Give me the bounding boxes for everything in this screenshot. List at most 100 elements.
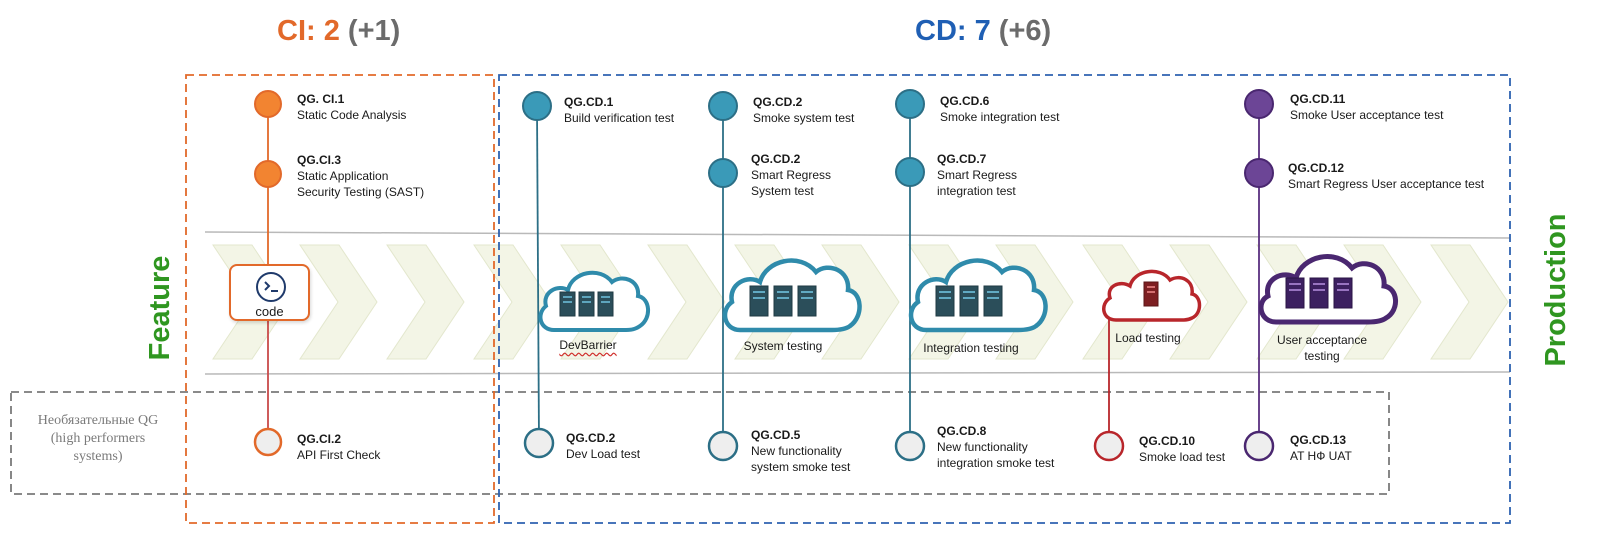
gate-cd10: QG.CD.10 Smoke load test (1139, 433, 1225, 465)
cd-header: CD: 7 (+6) (915, 15, 1051, 48)
gate-id: QG.CI.2 (297, 432, 342, 446)
gate-cd11-circle (1244, 89, 1274, 119)
gate-ci3: QG.CI.3 Static Application Security Test… (297, 152, 424, 200)
gate-name-line2: System test (751, 184, 814, 198)
gate-cd1-circle (522, 91, 552, 121)
stage-uat-label-line1: User acceptance (1276, 333, 1368, 347)
gate-name: Smoke User acceptance test (1290, 108, 1444, 122)
stage-integration-label: Integration testing (923, 341, 1019, 355)
gate-name: Build verification test (564, 111, 675, 125)
cloud-devbarrier-icon (538, 270, 650, 332)
cd-header-delta: (+6) (998, 15, 1052, 47)
gate-cd12: QG.CD.12 Smart Regress User acceptance t… (1288, 160, 1484, 192)
gate-ci2: QG.CI.2 API First Check (297, 431, 380, 463)
optional-zone-label-line3: systems) (73, 449, 123, 464)
gate-cd13: QG.CD.13 AT НФ UAT (1290, 432, 1352, 464)
gate-cd11: QG.CD.11 Smoke User acceptance test (1290, 91, 1443, 123)
gate-name-line2: Security Testing (SAST) (297, 185, 425, 199)
feature-label: Feature (144, 255, 176, 361)
gate-name: Smart Regress (937, 168, 1018, 182)
gate-id: QG.CD.2 (751, 152, 801, 166)
gate-name: Static Application (297, 169, 389, 183)
gate-cd2-top-circle (708, 91, 738, 121)
cd-header-label: CD: 7 (915, 15, 991, 47)
ci-zone-box (185, 74, 495, 524)
gate-ci1-circle (254, 90, 282, 118)
gate-cd1: QG.CD.1 Build verification test (564, 94, 674, 126)
gate-id: QG. CI.1 (297, 92, 345, 106)
production-label: Production (1540, 213, 1572, 367)
gate-cd13-circle (1243, 430, 1275, 462)
gate-name: New functionality (937, 440, 1028, 454)
lane-top-line (204, 231, 1511, 239)
gate-cd7: QG.CD.7 Smart Regress integration test (937, 151, 1017, 199)
cloud-integration-icon (908, 258, 1048, 333)
gate-name: Dev Load test (566, 447, 641, 461)
gate-cd2-top: QG.CD.2 Smoke system test (753, 94, 854, 126)
code-node: code (229, 264, 310, 321)
optional-zone-label-line1: Необязательные QG (37, 413, 159, 428)
gate-id: QG.CD.13 (1290, 433, 1347, 447)
gate-ci1: QG. CI.1 Static Code Analysis (297, 91, 406, 123)
gate-ci2-circle (253, 427, 283, 457)
gate-name: New functionality (751, 444, 842, 458)
gate-id: QG.CD.8 (937, 424, 987, 438)
gate-cd2-bot-circle (523, 427, 555, 459)
gate-name: API First Check (297, 448, 381, 462)
cloud-uat-icon (1258, 254, 1398, 325)
gate-name: Smoke system test (753, 111, 855, 125)
gate-cd8-circle (894, 430, 926, 462)
cloud-system-icon (722, 258, 862, 333)
gate-id: QG.CD.11 (1290, 92, 1346, 106)
gate-name: AT НФ UAT (1290, 449, 1352, 463)
gate-name: Smart Regress User acceptance test (1288, 177, 1485, 191)
gate-id: QG.CD.10 (1139, 434, 1196, 448)
gate-id: QG.CD.1 (564, 95, 614, 109)
gate-id: QG.CD.2 (566, 431, 616, 445)
gate-id: QG.CI.3 (297, 153, 342, 167)
gate-name: Smart Regress (751, 168, 832, 182)
cd1-connector-line (536, 107, 540, 443)
stage-devbarrier-label: DevBarrier (548, 337, 628, 353)
gate-cd6-circle (895, 89, 925, 119)
gate-cd5: QG.CD.5 New functionality system smoke t… (751, 427, 850, 475)
optional-zone-box (10, 391, 1390, 495)
ci-header-label: CI: 2 (277, 15, 340, 47)
gate-cd12-circle (1244, 158, 1274, 188)
optional-zone-label: Необязательные QG (high performers syste… (18, 412, 178, 466)
terminal-icon (256, 272, 286, 302)
gate-cd2-mid-circle (708, 158, 738, 188)
gate-cd10-circle (1093, 430, 1125, 462)
optional-zone-label-line2: (high performers (50, 431, 146, 446)
gate-cd2-bot: QG.CD.2 Dev Load test (566, 430, 640, 462)
gate-name: Smoke integration test (940, 110, 1060, 124)
gate-name: Static Code Analysis (297, 108, 407, 122)
gate-ci3-circle (254, 160, 282, 188)
stage-system-label: System testing (743, 339, 823, 353)
gate-cd5-circle (707, 430, 739, 462)
gate-id: QG.CD.6 (940, 94, 990, 108)
gate-cd2-mid: QG.CD.2 Smart Regress System test (751, 151, 831, 199)
gate-id: QG.CD.7 (937, 152, 987, 166)
ci-header-delta: (+1) (347, 15, 401, 47)
cloud-load-icon (1102, 269, 1202, 322)
lane-bottom-line (204, 371, 1511, 375)
gate-id: QG.CD.2 (753, 95, 803, 109)
gate-name-line2: integration smoke test (937, 456, 1055, 470)
gate-id: QG.CD.5 (751, 428, 801, 442)
stage-uat-label-line2: testing (1304, 349, 1340, 363)
stage-uat-label: User acceptance testing (1262, 332, 1382, 364)
gate-cd6: QG.CD.6 Smoke integration test (940, 93, 1059, 125)
stage-load-label: Load testing (1115, 331, 1181, 345)
gate-name-line2: system smoke test (751, 460, 851, 474)
gate-cd7-circle (895, 157, 925, 187)
stage-devbarrier-text: DevBarrier (559, 338, 617, 352)
code-label: code (255, 304, 284, 319)
gate-id: QG.CD.12 (1288, 161, 1345, 175)
gate-cd8: QG.CD.8 New functionality integration sm… (937, 423, 1054, 471)
gate-name: Smoke load test (1139, 450, 1226, 464)
cd-zone-box (498, 74, 1511, 524)
gate-name-line2: integration test (937, 184, 1016, 198)
